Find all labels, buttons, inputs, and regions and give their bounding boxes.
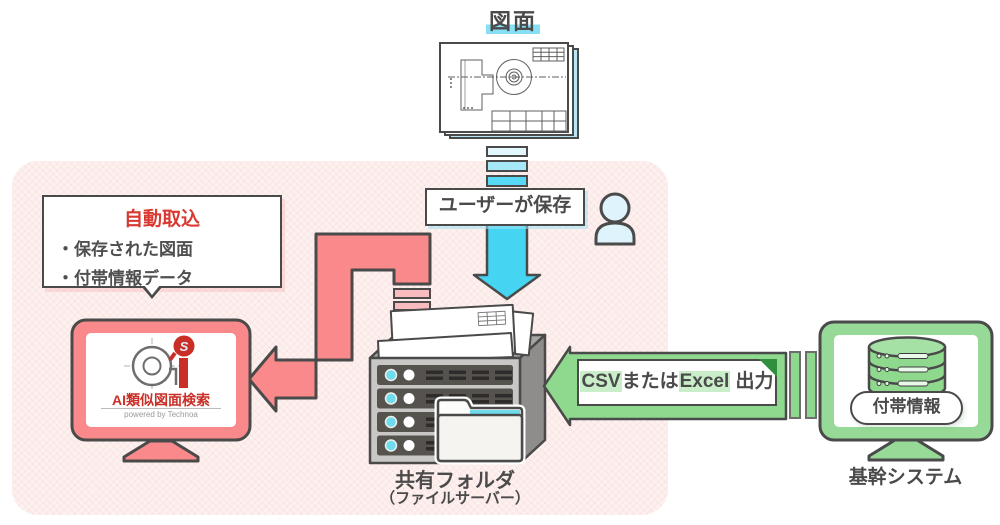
auto-import-callout: 自動取込 ・保存された図面 ・付帯情報データ	[42, 195, 282, 299]
folder-icon	[434, 396, 526, 465]
drawing-title: 図面	[458, 4, 568, 36]
user-save-label: ユーザーが保存	[425, 188, 585, 226]
file-server-icon	[368, 303, 547, 465]
auto-import-item: ・保存された図面	[57, 240, 193, 259]
monitor-stand	[867, 438, 945, 462]
auto-import-title: 自動取込	[123, 209, 200, 230]
ai-search-logo-text: AI類似図面検索	[112, 392, 210, 408]
document-stack-icon	[439, 42, 579, 139]
ai-logo-icon: S	[124, 335, 195, 392]
excel-highlight: Excel	[678, 371, 731, 392]
documents-icon	[377, 303, 535, 364]
database-icon	[867, 336, 947, 399]
magnifier-glyph: S	[180, 339, 189, 354]
export-format-label: CSVまたはExcel 出力	[577, 359, 777, 406]
auto-import-item: ・付帯情報データ	[57, 269, 193, 288]
output-text: 出力	[730, 371, 774, 392]
highlighted-label: 図面	[485, 9, 540, 34]
blueprint-lines	[448, 47, 567, 132]
monitor-stand	[122, 439, 200, 463]
powered-by-text: powered by Technoa	[101, 408, 221, 419]
attached-info-badge: 付帯情報	[850, 391, 963, 425]
csv-highlight: CSV	[580, 371, 622, 392]
dimension-dots	[450, 78, 473, 109]
core-system-label: 基幹システム	[848, 467, 963, 488]
user-icon	[594, 192, 636, 246]
shared-folder-label: 共有フォルダ	[395, 470, 515, 492]
file-server-sublabel: （ファイルサーバー）	[380, 490, 530, 507]
ai-monitor-icon: S	[70, 318, 252, 463]
import-arrow-icon	[247, 232, 432, 413]
or-text: または	[621, 371, 679, 392]
